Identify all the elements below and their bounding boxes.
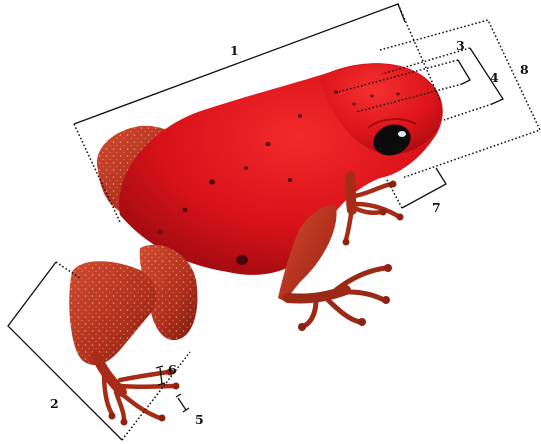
label-6: 6 [168,362,177,377]
frog-hind-shank-left-texture [69,261,156,365]
label-3: 3 [456,38,465,53]
label-5: 5 [195,412,204,427]
label-7: 7 [432,200,441,215]
label-1: 1 [230,43,239,58]
label-8: 8 [520,62,529,77]
label-2: 2 [50,396,59,411]
frog-eye-highlight [398,131,406,137]
label-4: 4 [490,70,499,85]
measurement-5-toe-length [176,394,189,412]
frog [69,63,443,425]
